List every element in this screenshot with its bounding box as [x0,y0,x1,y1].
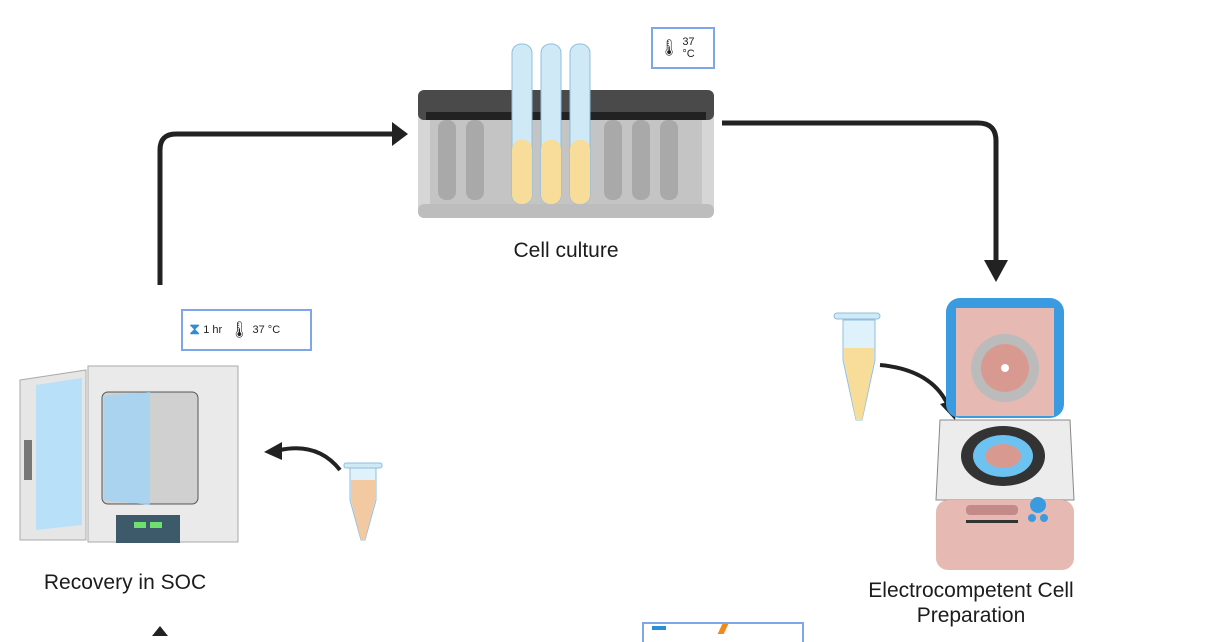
label-line-2: Preparation [916,604,1026,627]
hourglass-icon: ⧗ [189,321,201,338]
temperature-value: 37 °C [252,324,281,336]
time-value: 1 hr [203,324,223,336]
arrow-tube-to-incubator [279,446,342,472]
step-label-electrocompetent: Electrocompetent Cell Preparation [836,578,1106,628]
arrowhead-up-bottom [152,626,168,636]
arrowhead-down [984,260,1008,282]
arrow-culture-to-electro [722,120,999,262]
label-line-1: Electrocompetent Cell [868,579,1074,602]
arrowhead-right [392,122,408,146]
condition-badge-partial [642,622,804,642]
thermometer-icon: 🌡 [229,322,250,339]
culture-tubes [511,43,591,205]
arrowhead-incubator [264,442,282,460]
condition-badge-recovery: ⧗ 1 hr 🌡 37 °C [181,309,312,351]
arrow-recovery-to-culture [157,131,395,285]
step-label-cell-culture: Cell culture [513,239,619,262]
hourglass-icon [652,626,666,630]
temperature-value: 37 °C [682,36,695,60]
thermometer-icon: 🌡 [659,40,680,57]
temperature-badge-culture: 🌡 37 °C [651,27,715,69]
lightning-icon [717,624,729,634]
step-label-recovery: Recovery in SOC [43,571,207,594]
